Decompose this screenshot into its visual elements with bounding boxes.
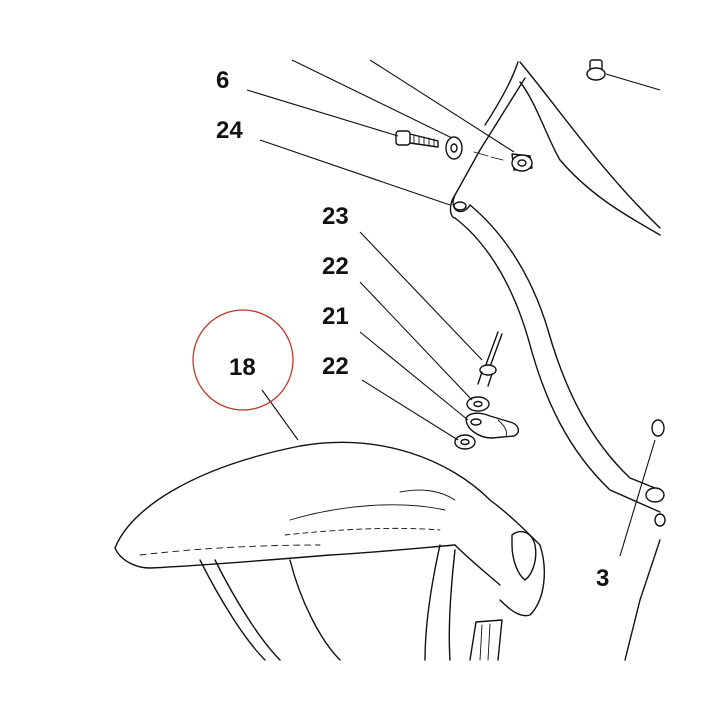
leader-18 xyxy=(261,389,299,441)
callout-22-lower: 22 xyxy=(322,353,349,380)
washer-22-lower xyxy=(454,434,476,450)
leader-3 xyxy=(619,439,656,557)
bracket-stay-24 xyxy=(449,77,665,513)
screw-top-right xyxy=(586,59,661,91)
callout-23: 23 xyxy=(322,203,349,230)
leader-6-washer xyxy=(291,59,453,139)
leader-21 xyxy=(359,331,469,421)
callout-24: 24 xyxy=(216,117,243,144)
bolt-3 xyxy=(624,419,666,661)
leader-6-nut xyxy=(369,59,515,153)
leader-6 xyxy=(246,89,399,137)
bolt-6 xyxy=(395,130,439,148)
front-mudguard-18 xyxy=(114,441,545,661)
washer-6 xyxy=(445,136,463,160)
leader-22-lower xyxy=(361,379,459,441)
washer-22-upper xyxy=(466,396,490,412)
callout-21: 21 xyxy=(322,303,349,330)
clip-21 xyxy=(465,412,520,439)
spacer-nut xyxy=(473,151,533,172)
leader-lines xyxy=(246,59,656,557)
callout-3: 3 xyxy=(596,565,609,592)
highlight-circle xyxy=(192,309,294,411)
callout-6: 6 xyxy=(216,67,229,94)
leader-23 xyxy=(359,231,483,361)
callout-18: 18 xyxy=(229,354,256,381)
callout-22-upper: 22 xyxy=(322,253,349,280)
fairing-panel xyxy=(484,61,661,236)
leader-22-upper xyxy=(359,281,473,401)
leader-24 xyxy=(259,139,451,206)
rivet-23 xyxy=(477,331,503,387)
